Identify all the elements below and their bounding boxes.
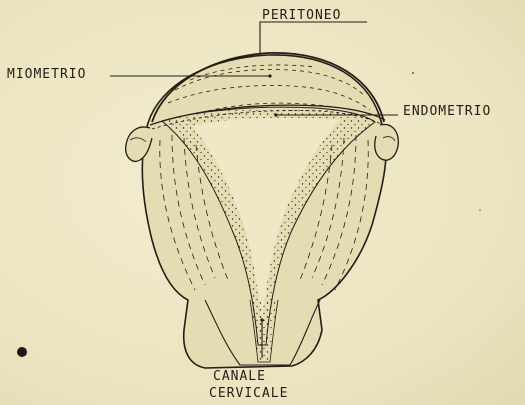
leader-peritoneo — [260, 22, 367, 55]
label-cervicale: CERVICALE — [209, 386, 288, 401]
label-miometrio: MIOMETRIO — [7, 67, 86, 82]
ink-blot — [17, 347, 27, 357]
label-canale: CANALE — [213, 369, 266, 384]
label-endometrio: ENDOMETRIO — [403, 104, 491, 119]
right-tube — [375, 124, 399, 160]
label-peritoneo: PERITONEO — [262, 8, 341, 23]
